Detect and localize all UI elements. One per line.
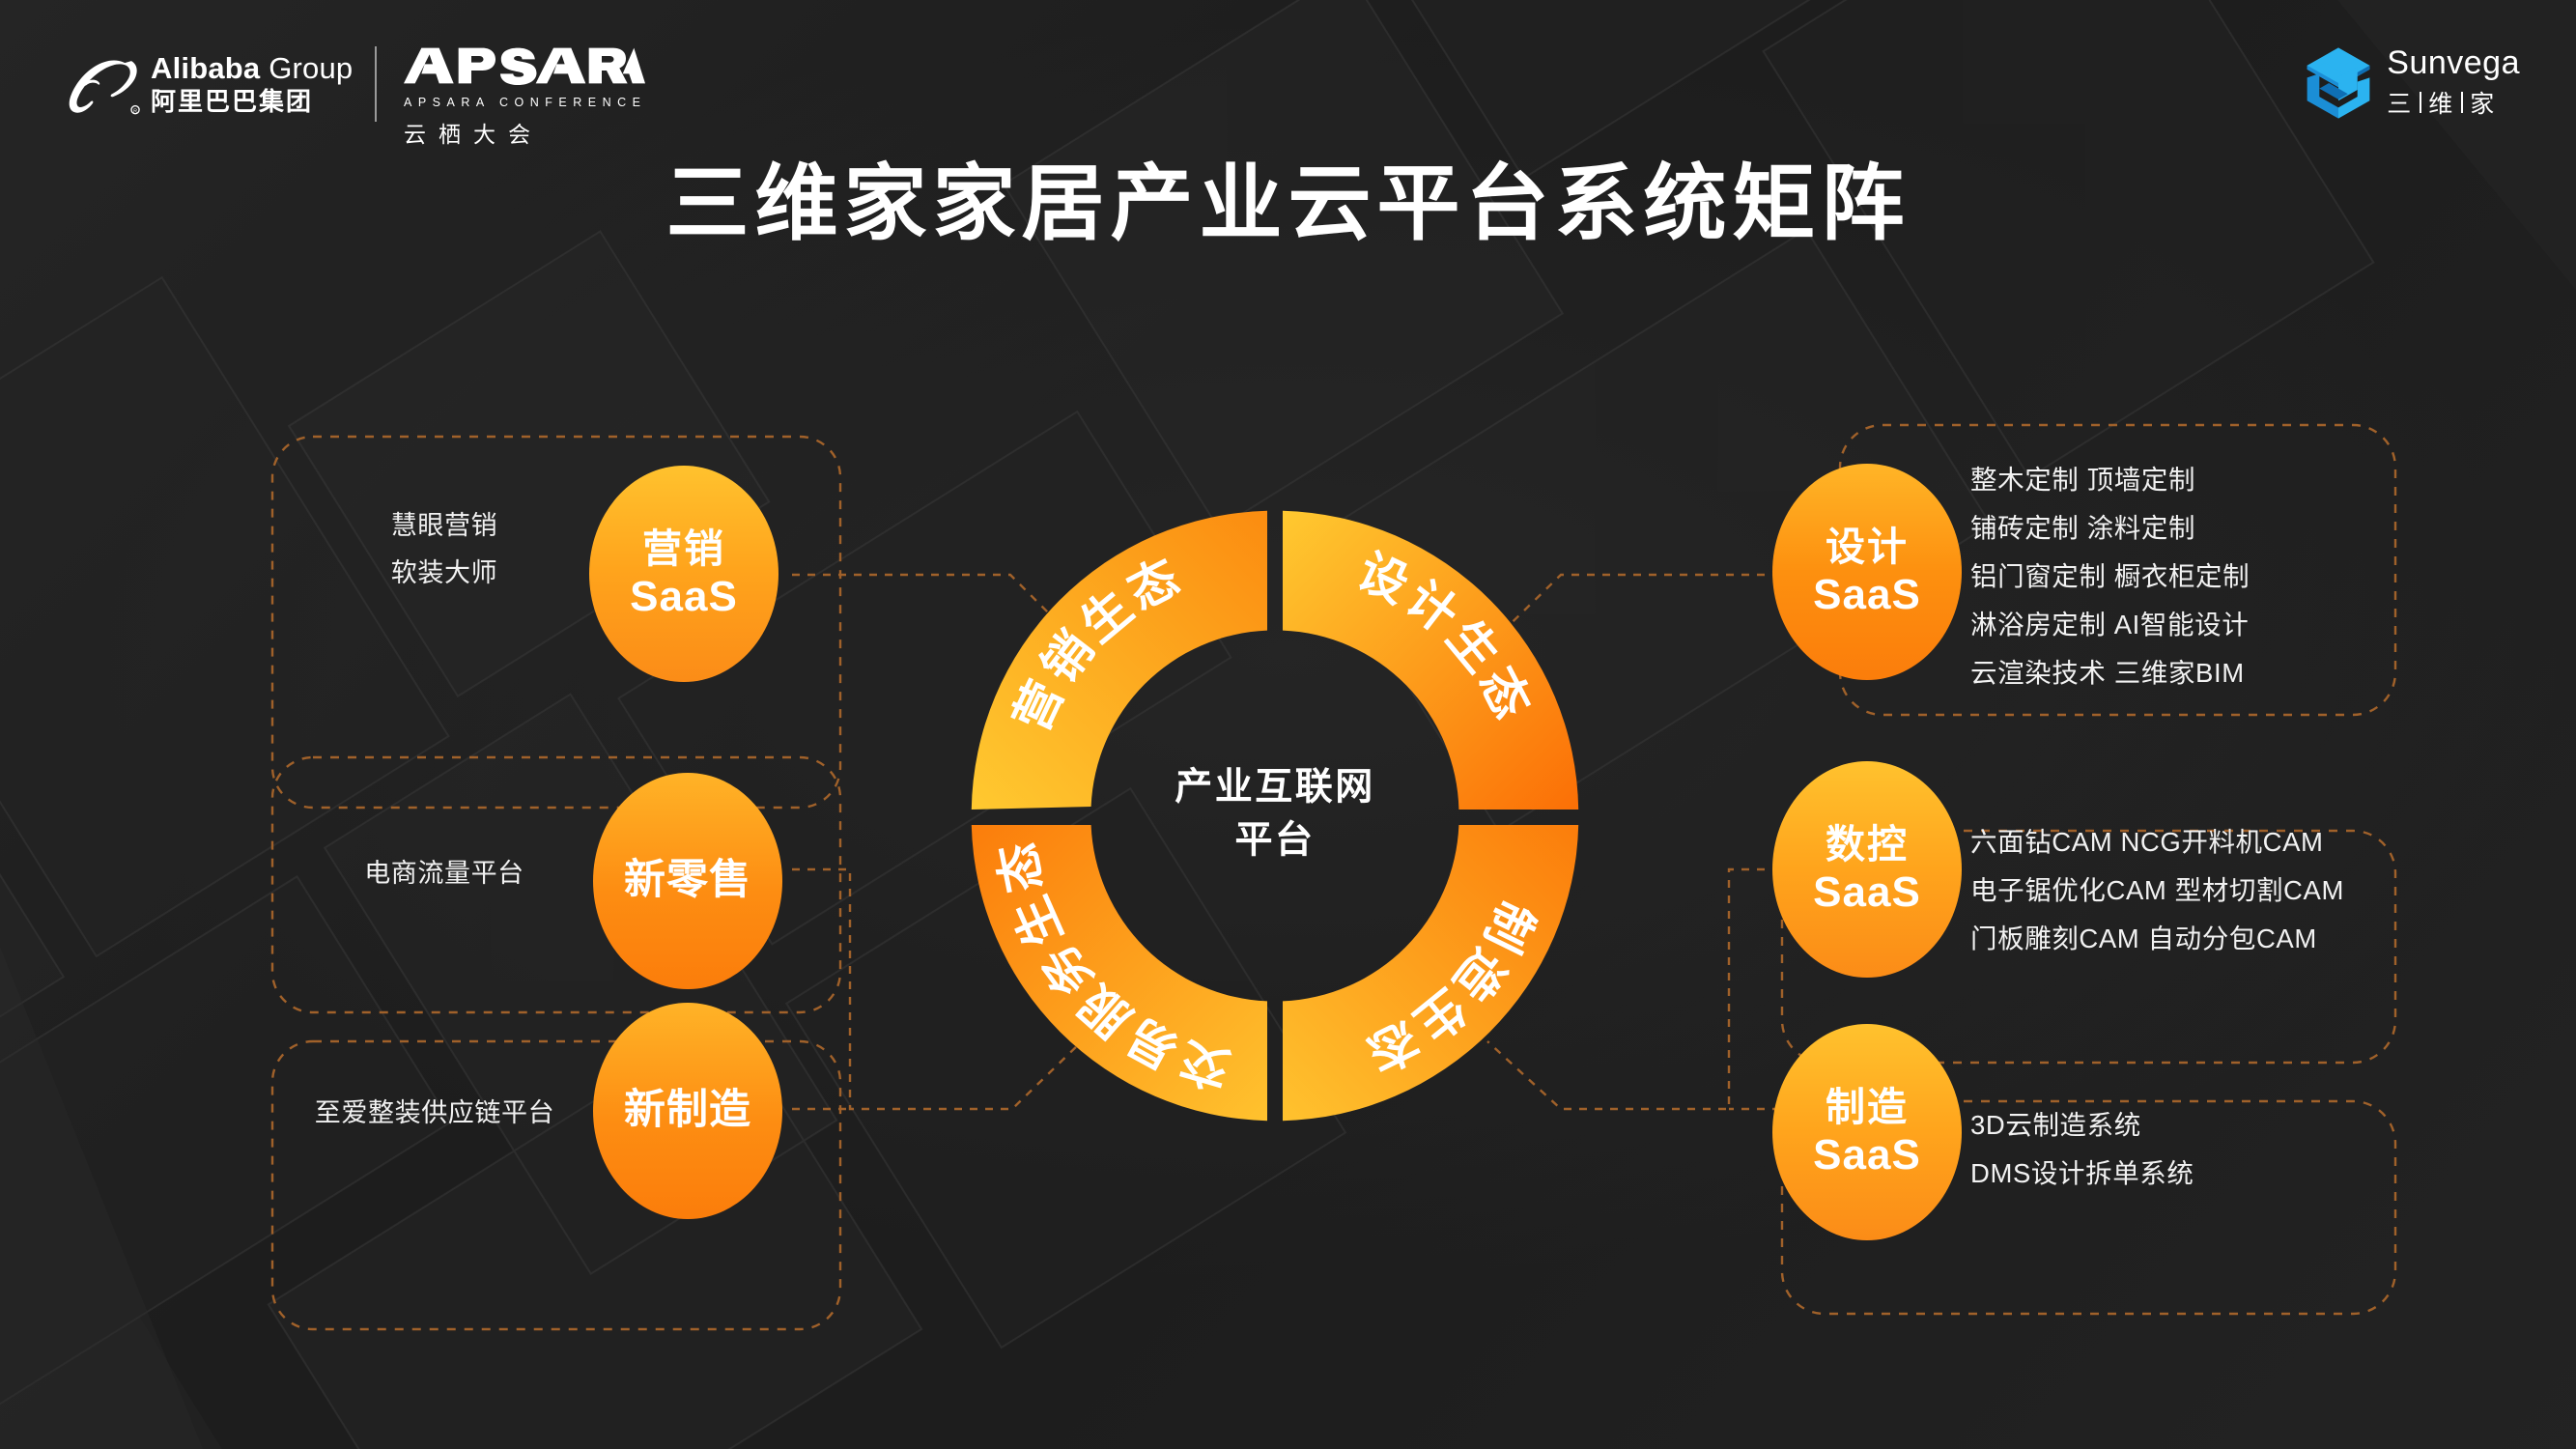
donut-center-line-2: 平台: [1234, 820, 1316, 862]
alibaba-cn-name: 阿里巴巴集团: [151, 87, 314, 117]
dashed-box-manufacturing: [1780, 1099, 2397, 1316]
right-text-cnc-saas: 六面钻CAM NCG开料机CAM 电子锯优化CAM 型材切割CAM 门板雕刻CA…: [1970, 818, 2344, 963]
right-item-manufacturing-1: DMS设计拆单系统: [1970, 1158, 2194, 1188]
ecosystem-donut-chart: 营销生态 设计生态 交易服务生态 制造生态 产业互联网 平台: [964, 503, 1586, 1125]
donut-svg: 营销生态 设计生态 交易服务生态 制造生态: [971, 510, 1579, 1122]
node-new-manufacturing-line1: 新制造: [624, 1087, 751, 1134]
dashed-box-marketing: [270, 435, 842, 810]
sunvega-cn-sep-2: [2461, 92, 2464, 113]
apsara-wordmark-icon: [404, 47, 645, 85]
donut-segment-manufacturing-ecosystem: [1283, 825, 1579, 1122]
node-design-saas-line1: 设计: [1825, 524, 1909, 569]
dashed-box-new-retail: [270, 755, 842, 1014]
alibaba-logo-icon: R: [69, 60, 140, 115]
node-manufacturing-saas-line2: SaaS: [1813, 1130, 1921, 1179]
right-item-design-2: 铝门窗定制 橱衣柜定制: [1970, 561, 2250, 591]
right-item-design-0: 整木定制 顶墙定制: [1970, 465, 2196, 495]
node-marketing-saas[interactable]: 营销 SaaS: [589, 466, 778, 682]
right-text-manufacturing-saas: 3D云制造系统 DMS设计拆单系统: [1970, 1101, 2194, 1198]
left-item-marketing-1: 软装大师: [390, 558, 498, 587]
sunvega-cn-sep-1: [2420, 92, 2422, 113]
sunvega-en-name: Sunvega: [2387, 44, 2520, 81]
donut-segment-design-ecosystem: [1283, 510, 1579, 810]
left-item-new-manufacturing-0: 至爱整装供应链平台: [314, 1098, 555, 1127]
sunvega-cn-2: 维: [2428, 91, 2455, 118]
right-item-cnc-0: 六面钻CAM NCG开料机CAM: [1970, 827, 2324, 857]
node-marketing-saas-line1: 营销: [641, 526, 725, 571]
right-item-manufacturing-0: 3D云制造系统: [1970, 1110, 2141, 1140]
left-item-marketing-0: 慧眼营销: [390, 511, 498, 540]
apsara-subtitle: APSARA CONFERENCE: [404, 96, 647, 109]
left-text-marketing-saas: 慧眼营销 软装大师: [319, 502, 570, 597]
left-text-new-retail: 电商流量平台: [319, 850, 570, 897]
svg-text:R: R: [133, 108, 137, 114]
alibaba-logo-text: Alibaba Group 阿里巴巴集团: [151, 50, 353, 120]
node-design-saas[interactable]: 设计 SaaS: [1772, 464, 1962, 680]
sunvega-cn-3: 家: [2470, 91, 2497, 118]
node-cnc-saas-line2: SaaS: [1813, 867, 1921, 916]
connector-new-retail: [792, 867, 1083, 1111]
node-manufacturing-saas[interactable]: 制造 SaaS: [1772, 1024, 1962, 1240]
sunvega-cube-logo-icon: [2307, 47, 2370, 119]
right-item-cnc-2: 门板雕刻CAM 自动分包CAM: [1970, 923, 2317, 953]
alibaba-en-name: Alibaba Group: [151, 50, 354, 85]
donut-segment-trade-service-ecosystem: [971, 825, 1267, 1122]
page-title: 三维家家居产业云平台系统矩阵: [665, 156, 1911, 252]
right-item-design-3: 淋浴房定制 AI智能设计: [1970, 610, 2250, 639]
node-design-saas-line2: SaaS: [1813, 570, 1921, 618]
right-item-design-1: 铺砖定制 涂料定制: [1970, 513, 2196, 543]
left-item-new-retail-0: 电商流量平台: [364, 859, 524, 888]
donut-center-line-1: 产业互联网: [1175, 766, 1375, 809]
header-divider: [375, 46, 377, 122]
sunvega-logo: Sunvega 三维家: [2304, 44, 2520, 122]
node-cnc-saas[interactable]: 数控 SaaS: [1772, 761, 1962, 978]
alibaba-group-logo: R Alibaba Group 阿里巴巴集团: [62, 48, 353, 122]
right-text-design-saas: 整木定制 顶墙定制 铺砖定制 涂料定制 铝门窗定制 橱衣柜定制 淋浴房定制 AI…: [1970, 456, 2250, 697]
right-item-cnc-1: 电子锯优化CAM 型材切割CAM: [1970, 875, 2344, 905]
node-marketing-saas-line2: SaaS: [630, 572, 738, 620]
donut-center-label: 产业互联网 平台: [1175, 761, 1375, 868]
apsara-conference-logo: APSARA CONFERENCE 云栖大会: [404, 46, 647, 149]
slide-header: R Alibaba Group 阿里巴巴集团 APSARA CONFERENCE: [0, 0, 2576, 155]
sunvega-logo-text: Sunvega 三维家: [2387, 46, 2520, 120]
sunvega-cn-name: 三维家: [2387, 85, 2520, 120]
dashed-box-new-manufacturing: [270, 1039, 842, 1331]
node-new-retail[interactable]: 新零售: [593, 773, 782, 989]
node-new-manufacturing[interactable]: 新制造: [593, 1003, 782, 1219]
node-manufacturing-saas-line1: 制造: [1825, 1084, 1909, 1129]
sunvega-cn-1: 三: [2387, 91, 2414, 118]
node-cnc-saas-line1: 数控: [1825, 821, 1909, 867]
dashed-box-cnc: [1780, 829, 2397, 1065]
left-text-new-manufacturing: 至爱整装供应链平台: [280, 1090, 589, 1137]
right-item-design-4: 云渲染技术 三维家BIM: [1970, 658, 2245, 688]
node-new-retail-line1: 新零售: [624, 857, 751, 904]
connector-cnc: [1486, 867, 1780, 1111]
apsara-cn-name: 云栖大会: [404, 122, 543, 147]
donut-segment-marketing-ecosystem: [971, 510, 1267, 810]
connector-design: [1486, 573, 1780, 647]
